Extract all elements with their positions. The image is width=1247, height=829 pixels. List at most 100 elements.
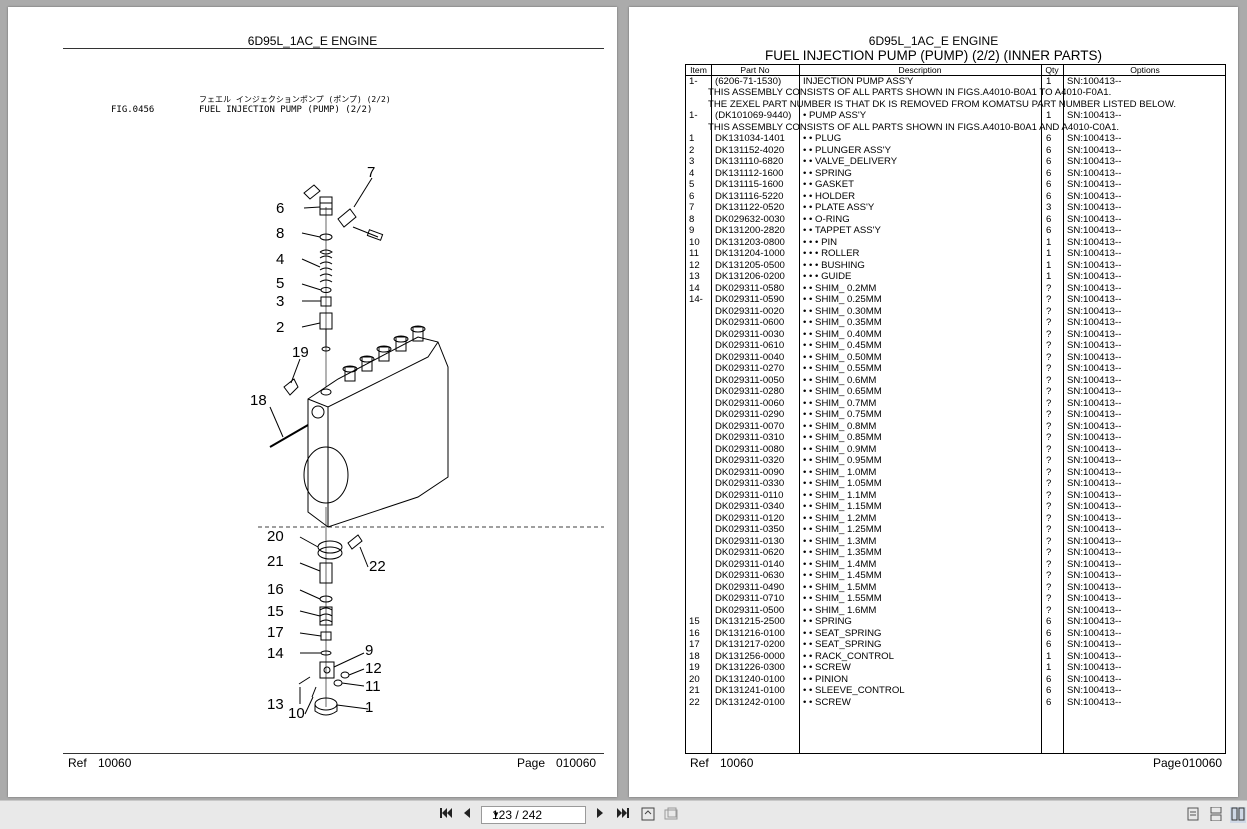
cell-part-no: DK029311-0060 [715, 397, 785, 409]
cell-description: • • SHIM_ 1.25MM [803, 524, 882, 535]
cell-qty: ? [1046, 547, 1052, 558]
right-page-title: 6D95L_1AC_E ENGINE [868, 34, 999, 48]
single-page-icon[interactable] [1186, 807, 1200, 823]
cell-options: SN:100413-- [1067, 351, 1122, 363]
cell-description: • • SHIM_ 0.40MM [803, 328, 882, 340]
two-page-icon[interactable] [1230, 807, 1246, 823]
cell-part-no: DK131256-0000 [715, 650, 785, 662]
cell-qty: ? [1046, 328, 1052, 340]
ref-value: 10060 [720, 756, 754, 770]
cell-options: SN:100413-- [1067, 627, 1122, 639]
cell-item: 21 [689, 685, 700, 696]
callout-3: 3 [276, 293, 285, 310]
table-row: DK029311-0280• • SHIM_ 0.65MM?SN:100413-… [686, 386, 1225, 398]
cell-description: • • SHIM_ 0.50MM [803, 351, 882, 363]
cell-part-no: DK029311-0320 [715, 455, 785, 466]
cell-part-no: DK131204-1000 [715, 248, 785, 259]
cell-qty: 1 [1046, 110, 1052, 121]
cell-qty: 6 [1046, 639, 1052, 650]
cell-part-no: DK131152-4020 [715, 144, 785, 156]
cell-description: • PUMP ASS'Y [803, 110, 867, 121]
cell-options: SN:100413-- [1067, 547, 1122, 558]
cell-part-no: DK029311-0050 [715, 374, 785, 386]
cell-description: • • O-RING [803, 213, 850, 225]
cell-options: SN:100413-- [1067, 685, 1122, 696]
footer-divider [63, 753, 604, 754]
cell-qty: 3 [1046, 202, 1052, 213]
cell-options: SN:100413-- [1067, 75, 1122, 87]
cell-options: SN:100413-- [1067, 409, 1122, 420]
cell-description: • • PINION [803, 673, 849, 685]
table-row: DK029311-0320• • SHIM_ 0.95MM?SN:100413-… [686, 455, 1225, 467]
cell-item: 20 [689, 673, 700, 685]
cell-qty: 6 [1046, 156, 1052, 167]
cell-options: SN:100413-- [1067, 248, 1122, 259]
cell-description: • • SHIM_ 0.45MM [803, 340, 882, 351]
callout-11: 11 [365, 678, 381, 695]
table-row: DK029311-0500• • SHIM_ 1.6MM?SN:100413-- [686, 605, 1225, 617]
fit-width-icon[interactable] [662, 807, 680, 823]
callout-14: 14 [267, 645, 284, 662]
cell-description: • • SHIM_ 0.2MM [803, 282, 877, 294]
cell-options: SN:100413-- [1067, 420, 1122, 432]
cell-options: SN:100413-- [1067, 397, 1122, 409]
cell-qty: 1 [1046, 271, 1052, 282]
callout-17: 17 [267, 624, 284, 641]
table-row: DK029311-0610• • SHIM_ 0.45MM?SN:100413-… [686, 340, 1225, 352]
cell-description: • • SPRING [803, 167, 852, 179]
cell-options: SN:100413-- [1067, 432, 1122, 443]
assembly-note: THIS ASSEMBLY CONSISTS OF ALL PARTS SHOW… [708, 87, 1112, 98]
cell-options: SN:100413-- [1067, 455, 1122, 466]
cell-options: SN:100413-- [1067, 133, 1122, 144]
cell-item: 2 [689, 144, 695, 156]
prev-page-icon[interactable] [460, 807, 474, 823]
cell-item: 8 [689, 213, 695, 225]
cell-qty: ? [1046, 374, 1052, 386]
next-page-icon[interactable] [593, 807, 607, 823]
cell-qty: 1 [1046, 662, 1052, 673]
cell-qty: ? [1046, 386, 1052, 397]
cell-options: SN:100413-- [1067, 340, 1122, 351]
cell-description: • • PLUNGER ASS'Y [803, 144, 891, 156]
cell-description: • • SHIM_ 0.8MM [803, 420, 877, 432]
cell-part-no: DK029311-0500 [715, 604, 785, 616]
cell-item: 7 [689, 202, 695, 213]
callout-21: 21 [267, 553, 284, 570]
cell-description: • • RACK_CONTROL [803, 650, 894, 662]
cell-item: 22 [689, 696, 700, 708]
table-row: DK029311-0620• • SHIM_ 1.35MM?SN:100413-… [686, 547, 1225, 559]
col-header-item: Item [690, 65, 707, 75]
cell-description: • • SHIM_ 0.9MM [803, 443, 877, 455]
first-page-icon[interactable] [437, 807, 455, 823]
cell-description: • • SHIM_ 1.4MM [803, 558, 877, 570]
cell-item: 1- [689, 110, 698, 121]
cell-part-no: DK029311-0580 [715, 282, 785, 294]
cell-options: SN:100413-- [1067, 317, 1122, 328]
cell-description: • • SHIM_ 0.65MM [803, 386, 882, 397]
callout-4: 4 [276, 251, 285, 268]
page-value: 010060 [556, 756, 597, 770]
cell-part-no: DK029311-0110 [715, 489, 784, 501]
cell-options: SN:100413-- [1067, 374, 1122, 386]
page-number-select[interactable]: 123 / 242 ▼ [481, 806, 586, 824]
fit-page-icon[interactable] [639, 807, 657, 823]
cell-description: • • PLUG [803, 133, 842, 144]
continuous-page-icon[interactable] [1209, 806, 1223, 823]
cell-qty: ? [1046, 570, 1052, 581]
col-divider [1063, 65, 1064, 753]
cell-description: • • SHIM_ 1.0MM [803, 466, 877, 478]
cell-item: 18 [689, 650, 700, 662]
last-page-icon[interactable] [614, 807, 632, 823]
cell-part-no: DK131215-2500 [715, 616, 785, 627]
cell-qty: 6 [1046, 673, 1052, 685]
cell-part-no: (DK101069-9440) [715, 110, 792, 121]
cell-qty: ? [1046, 317, 1052, 328]
